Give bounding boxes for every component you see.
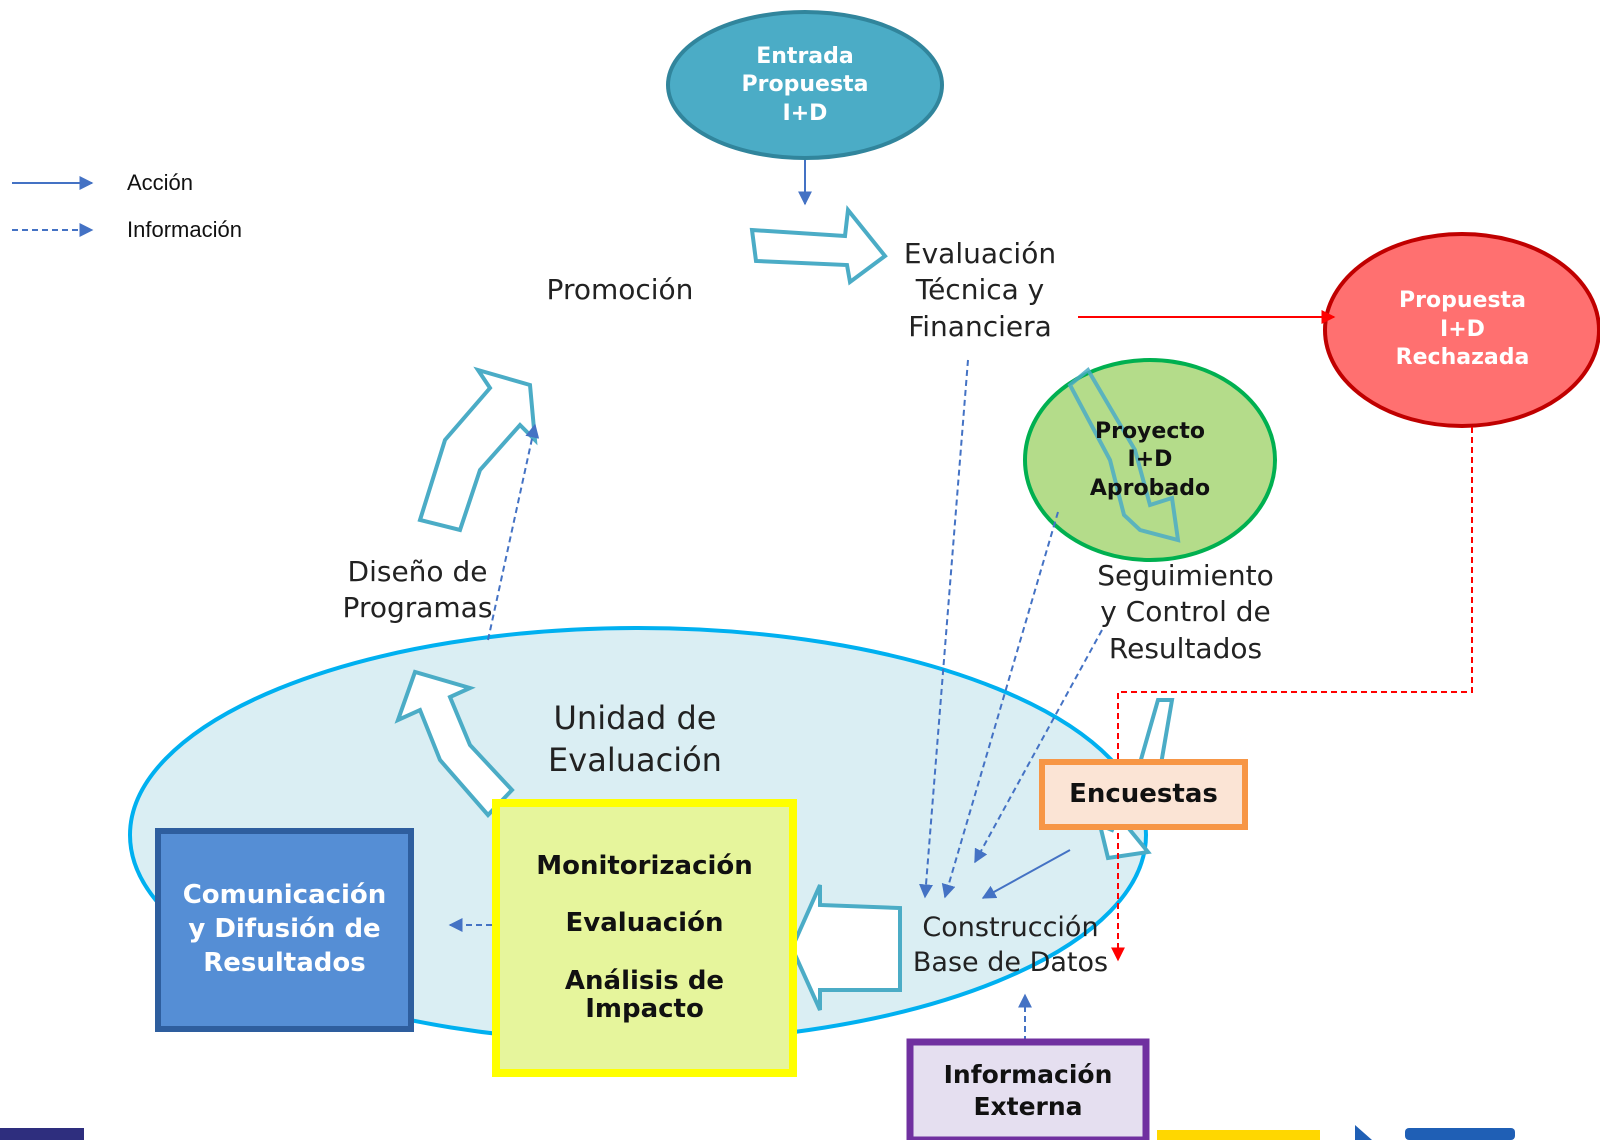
footer-logo-bar (1405, 1128, 1515, 1140)
comunicacion-box (155, 828, 414, 1032)
entrada-ellipse (666, 10, 944, 160)
footer-logo-arrow (1355, 1125, 1372, 1140)
entrada-label: Entrada Propuesta I+D (741, 43, 869, 126)
encuestas-box (1039, 759, 1248, 830)
info-arrow-aprobado-construccion (941, 511, 1059, 899)
block-arrow-construccion-monitorizacion (789, 884, 902, 1011)
promocion-label: Promoción (546, 272, 694, 306)
seguimiento-label: Seguimiento y Control de Resultados (1097, 558, 1274, 665)
info-arrow-seguimiento-construccion (974, 629, 1103, 864)
externa-box (906, 1038, 1150, 1140)
footer-logo-yellow (1157, 1130, 1320, 1140)
evaluacion-label: Evaluación Técnica y Financiera (903, 236, 1057, 343)
block-arrow-aprobado-seguimiento (1067, 366, 1181, 543)
action-arrow-encuestas-construccion (981, 849, 1071, 899)
monitorizacion-box (492, 799, 797, 1077)
encuestas-label: Encuestas (1069, 778, 1218, 809)
monitorizacion-label: Monitorización Evaluación Análisis de Im… (536, 851, 753, 1025)
aprobado-ellipse (1023, 358, 1277, 562)
rechazada-ellipse (1323, 232, 1600, 428)
legend-information-label: Información (127, 217, 242, 242)
footer-logo-left (0, 1128, 84, 1140)
info-arrow-diseno-promocion (487, 423, 540, 641)
externa-label: Información Externa (943, 1059, 1113, 1122)
legend-action-label: Acción (127, 170, 194, 195)
construccion-label: Construcción Base de Datos (912, 911, 1109, 978)
unidad-label: Unidad de Evaluación (548, 699, 722, 779)
comunicacion-label: Comunicación y Difusión de Resultados (182, 880, 387, 978)
block-arrow-monitorizacion-diseno (394, 669, 515, 818)
block-arrow-promocion-evaluacion (749, 205, 888, 286)
diseno-label: Diseño de Programas (342, 554, 493, 624)
aprobado-label: Proyecto I+D Aprobado (1089, 418, 1211, 501)
block-arrow-diseno-promocion (417, 366, 538, 533)
rechazada-label: Propuesta I+D Rechazada (1395, 288, 1530, 371)
